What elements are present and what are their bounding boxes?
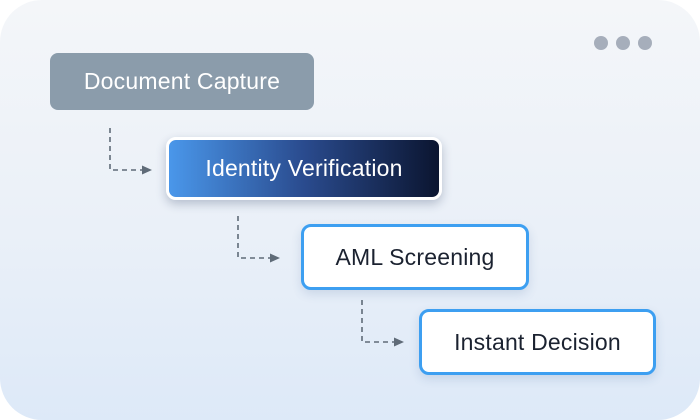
window-dot-icon[interactable] [616,36,630,50]
step-label: Document Capture [83,68,281,94]
connector-1 [109,128,142,171]
step-aml-screening[interactable]: AML Screening [301,224,529,290]
step-label: Identity Verification [205,155,403,181]
arrowhead-1-icon [142,165,152,175]
connector-2 [237,216,270,259]
connector-3 [361,300,394,343]
window-dot-icon[interactable] [638,36,652,50]
step-label: AML Screening [335,243,495,270]
arrowhead-2-icon [270,253,280,263]
step-label: Instant Decision [454,328,621,355]
arrowhead-3-icon [394,337,404,347]
step-identity-verification[interactable]: Identity Verification [166,137,442,200]
step-instant-decision[interactable]: Instant Decision [419,309,656,375]
window-controls [594,36,652,50]
step-document-capture[interactable]: Document Capture [50,53,314,110]
window-dot-icon[interactable] [594,36,608,50]
